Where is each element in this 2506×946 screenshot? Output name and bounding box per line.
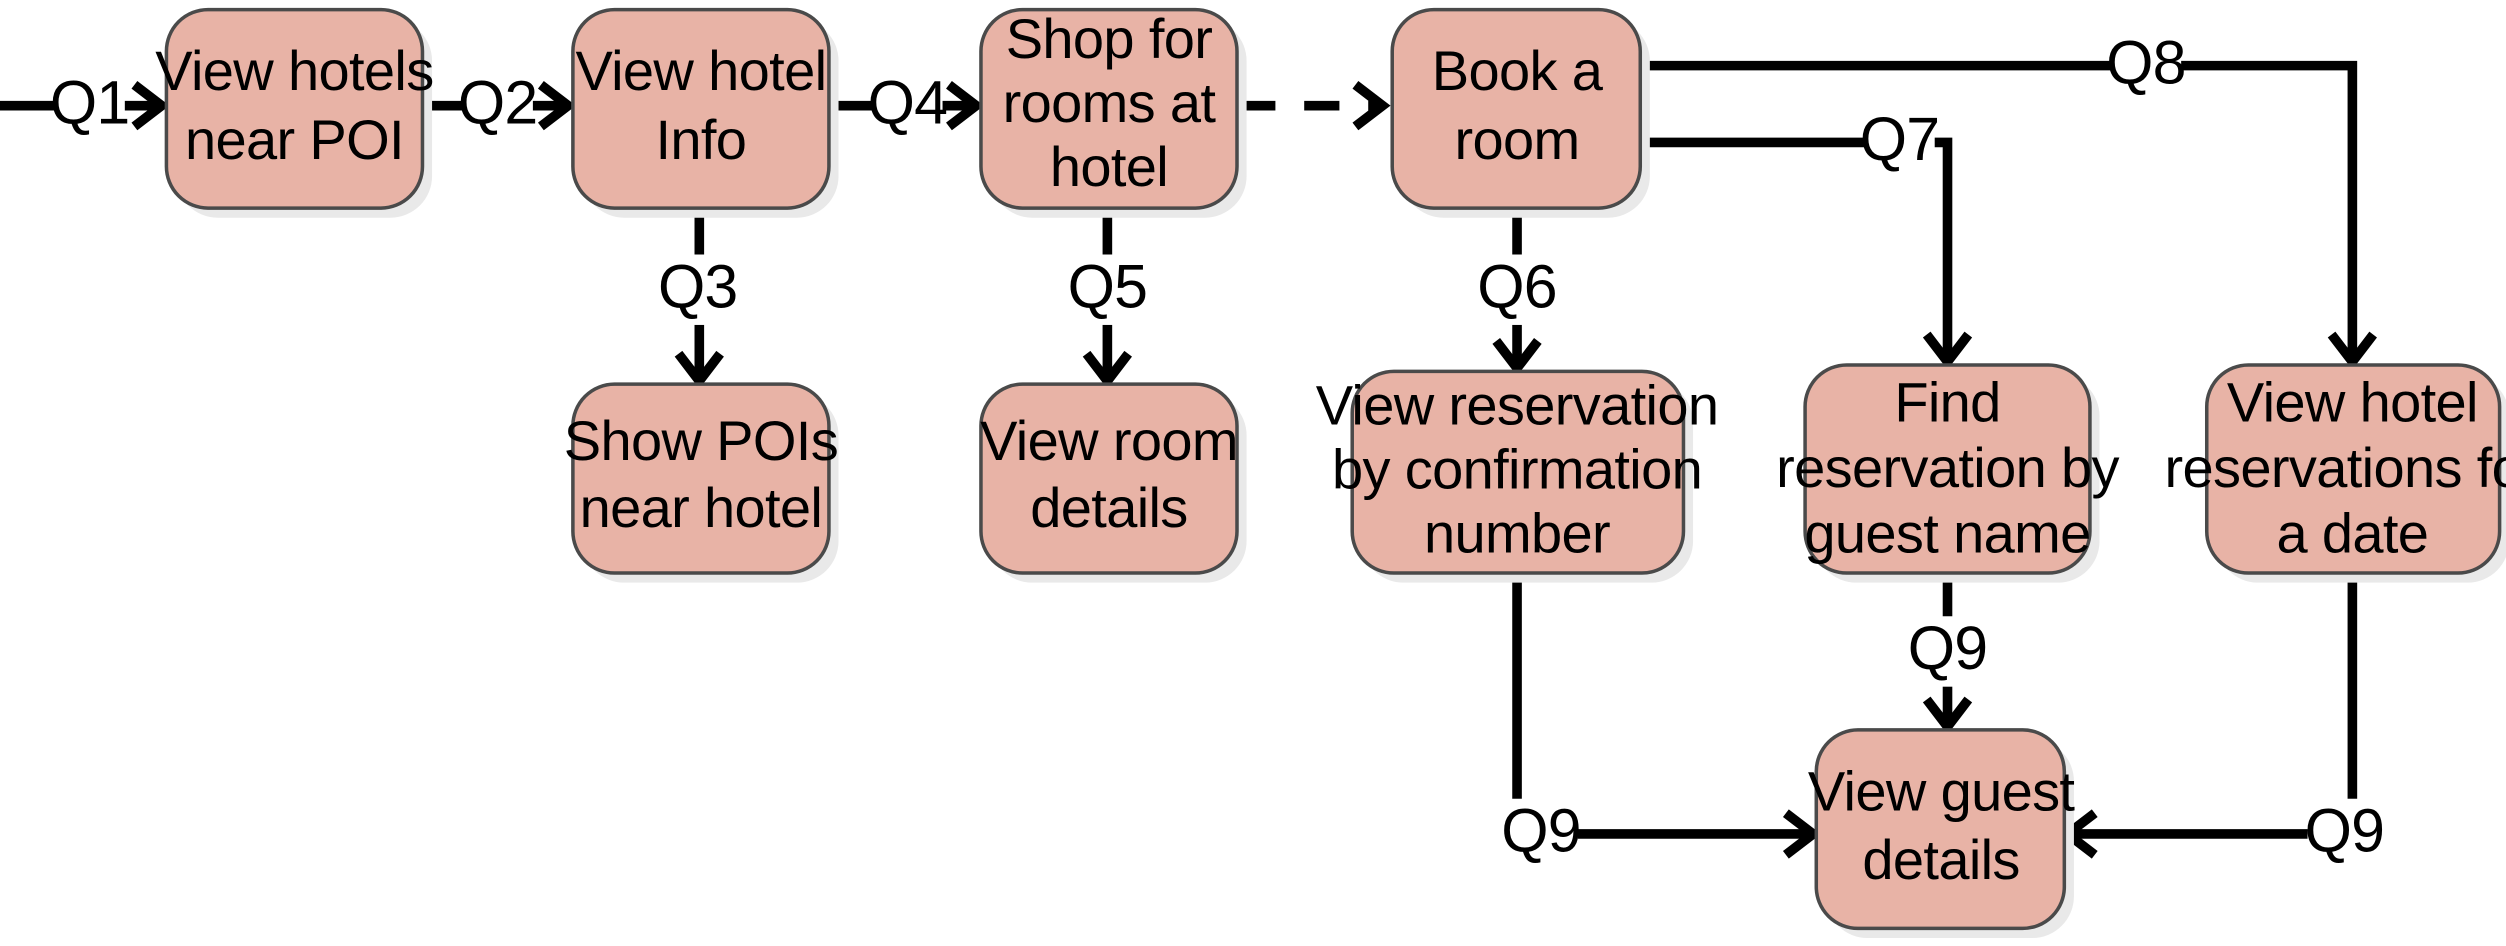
edge-label-q3: Q3 <box>658 252 738 325</box>
edge-q8-arrowhead <box>2327 331 2377 370</box>
node-label-line-1: View hotel <box>2227 370 2478 433</box>
edge-q2-arrowhead <box>537 81 576 131</box>
node-label-line-2: by confirmation <box>1332 438 1702 501</box>
edge-label-q9a: Q9 <box>1501 797 1582 870</box>
node-label-line-2: details <box>1862 828 2019 891</box>
edge-q1 <box>0 81 170 131</box>
node-view-hotel-info[interactable]: View hotel Info <box>571 7 839 218</box>
edge-label-q5-text: Q5 <box>1068 252 1148 320</box>
edge-q9c-segment-a <box>2347 573 2377 839</box>
node-label-line-1: View room <box>980 409 1238 472</box>
edge-label-q6: Q6 <box>1477 252 1558 325</box>
edge-dashed-shop-to-book <box>1240 81 1391 131</box>
edge-q3-arrowhead <box>674 350 724 389</box>
node-shop-for-rooms-at-hotel[interactable]: Shop for rooms at hotel <box>979 7 1247 218</box>
node-label-line-3: hotel <box>1050 135 1168 198</box>
edge-label-q2: Q2 <box>458 68 538 141</box>
edge-q1-arrowhead <box>131 81 170 131</box>
edge-q4-arrowhead <box>946 81 985 131</box>
edge-label-q7: Q7 <box>1860 105 1940 178</box>
node-label-line-2: near hotel <box>580 476 823 539</box>
edge-q9a <box>1509 573 1821 859</box>
edge-q6-arrowhead <box>1492 338 1542 377</box>
node-label-line-2: reservation by <box>1776 436 2119 499</box>
node-body[interactable] <box>1814 728 2067 931</box>
node-label-line-3: number <box>1424 502 1610 565</box>
edge-dashed-arrowhead <box>1352 81 1391 131</box>
edge-label-q2-text: Q2 <box>458 68 538 136</box>
node-label-line-3: guest name <box>1804 502 2090 565</box>
node-view-hotels-near-poi[interactable]: View hotels near POI <box>155 7 434 218</box>
edge-label-q7-bg <box>1864 107 1935 178</box>
node-body[interactable] <box>1350 369 1686 575</box>
edge-label-q5-bg <box>1070 254 1145 325</box>
edge-label-q8-text: Q8 <box>2106 28 2186 96</box>
edge-q5-arrowhead <box>1082 350 1132 389</box>
node-label-line-2: room <box>1455 108 1580 171</box>
edge-q7-arrowhead <box>1922 331 1973 370</box>
node-body[interactable] <box>2204 363 2502 575</box>
node-label-line-1: Shop for <box>1006 7 1213 70</box>
edge-label-q1-bg <box>54 70 125 141</box>
edge-label-q4-bg <box>872 70 943 141</box>
node-body[interactable] <box>571 382 831 575</box>
edge-label-q9b-text: Q9 <box>1908 614 1988 682</box>
edge-labels-layer: Q1 Q2 Q4 Q3 Q5 Q6 <box>50 28 2385 870</box>
node-view-reservation-by-confirmation-number[interactable]: View reservation by confirmation number <box>1316 369 1719 583</box>
nodes-layer: View hotels near POI View hotel Info Sho… <box>155 7 2506 938</box>
edge-label-q1-text: Q1 <box>50 68 130 136</box>
node-label-line-1: View hotels <box>155 39 433 102</box>
node-view-hotel-reservations-for-a-date[interactable]: View hotel reservations for a date <box>2165 363 2506 583</box>
node-label-line-1: View guest <box>1808 759 2076 822</box>
edge-label-q3-text: Q3 <box>658 252 738 320</box>
node-body[interactable] <box>571 7 831 210</box>
node-label-line-2: reservations for <box>2165 436 2506 499</box>
node-show-pois-near-hotel[interactable]: Show POIs near hotel <box>564 382 839 583</box>
node-label-line-1: Book a <box>1432 39 1604 102</box>
node-label-line-2: rooms at <box>1003 71 1217 134</box>
edge-label-q8-bg <box>2110 30 2182 101</box>
node-body[interactable] <box>979 7 1239 210</box>
edge-q8 <box>1640 60 2377 370</box>
node-body[interactable] <box>1390 7 1643 210</box>
edge-q7-segment-b <box>1929 137 1953 356</box>
edge-label-q2-bg <box>462 70 533 141</box>
edge-label-q9c-bg <box>2307 798 2382 870</box>
node-label-line-1: View hotel <box>575 39 826 102</box>
node-body[interactable] <box>164 7 425 210</box>
node-label-line-1: Show POIs <box>564 409 838 472</box>
node-body[interactable] <box>979 382 1239 575</box>
edge-q9b-arrowhead <box>1922 696 1973 735</box>
node-view-room-details[interactable]: View room details <box>979 382 1247 583</box>
edge-q8-segment-b <box>2176 60 2358 356</box>
edge-label-q4-text: Q4 <box>868 68 948 136</box>
edge-label-q3-bg <box>660 254 735 325</box>
edge-label-q9a-text: Q9 <box>1501 797 1581 865</box>
edge-label-q9b: Q9 <box>1908 614 1988 687</box>
edge-label-q9c-text: Q9 <box>2305 797 2385 865</box>
edge-q9a-arrowhead <box>1782 809 1821 859</box>
node-label-line-2: Info <box>655 108 746 171</box>
node-book-a-room[interactable]: Book a room <box>1390 7 1650 218</box>
node-body[interactable] <box>1803 363 2092 575</box>
node-label-line-1: View reservation <box>1316 374 1719 437</box>
edge-label-q5: Q5 <box>1068 252 1148 325</box>
edge-q7 <box>1640 137 1973 370</box>
edge-label-q9a-bg <box>1504 798 1578 870</box>
edge-label-q9c: Q9 <box>2305 797 2385 870</box>
node-label-line-2: details <box>1030 476 1187 539</box>
edge-label-q6-bg <box>1480 254 1554 325</box>
edge-label-q7-text: Q7 <box>1860 105 1940 173</box>
node-label-line-3: a date <box>2276 502 2428 565</box>
edge-label-q6-text: Q6 <box>1477 252 1557 320</box>
edge-label-q8: Q8 <box>2106 28 2186 101</box>
node-label-line-2: near POI <box>185 108 404 171</box>
edge-label-q9b-bg <box>1910 616 1985 687</box>
node-view-guest-details[interactable]: View guest details <box>1808 728 2076 938</box>
node-find-reservation-by-guest-name[interactable]: Find reservation by guest name <box>1776 363 2120 583</box>
edge-label-q1: Q1 <box>50 68 130 141</box>
node-label-line-1: Find <box>1894 370 2000 433</box>
edge-label-q4: Q4 <box>868 68 948 141</box>
